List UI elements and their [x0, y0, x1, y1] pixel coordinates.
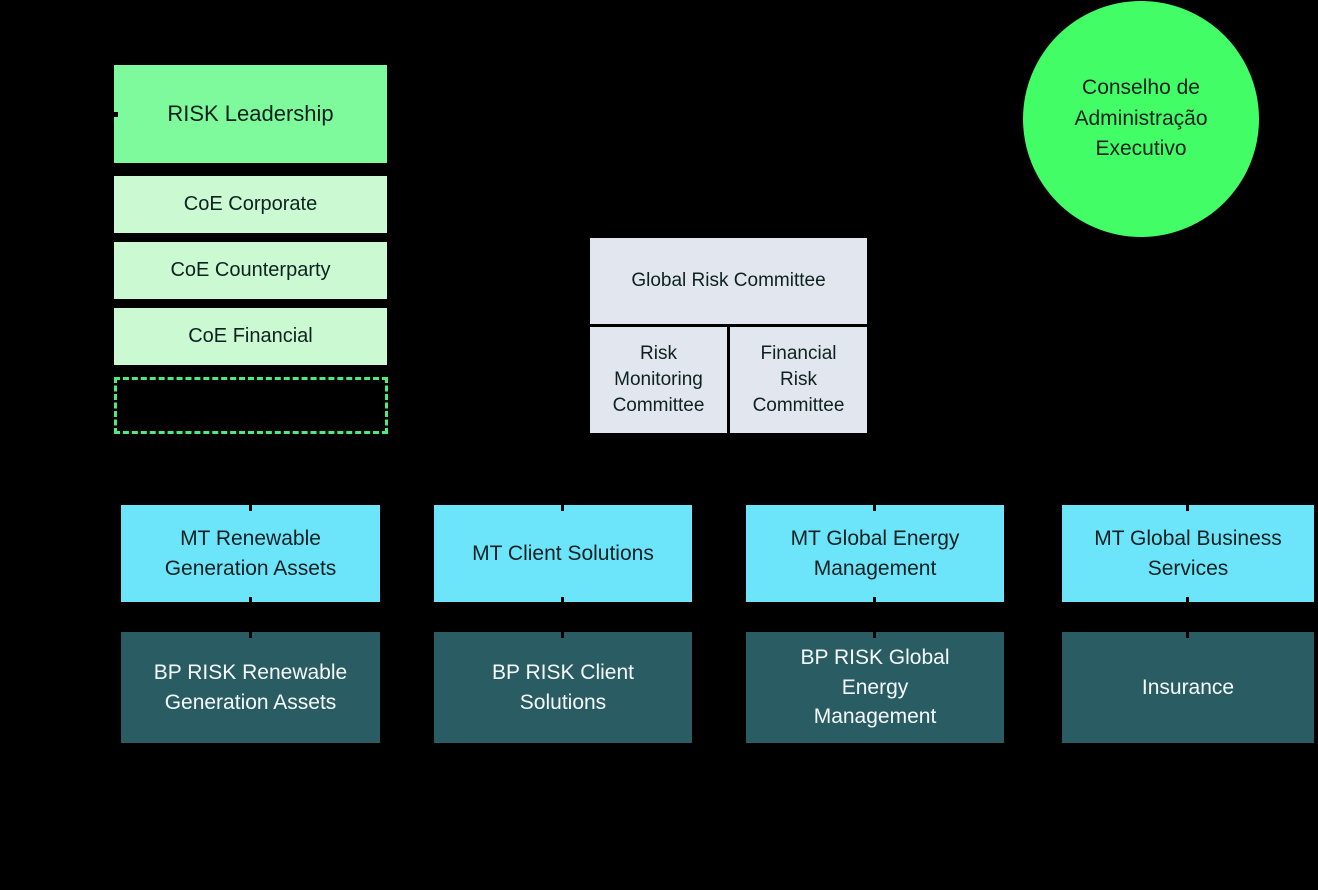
coe-financial-box: CoE Financial: [114, 308, 387, 365]
connector-stub: [1186, 597, 1189, 609]
connector-stub: [873, 626, 876, 638]
connector-stub: [249, 498, 252, 511]
mt-client-solutions-box: MT Client Solutions: [434, 505, 692, 602]
connector-stub: [1186, 498, 1189, 511]
connector-stub: [249, 626, 252, 638]
risk-leadership-box: RISK Leadership: [114, 65, 387, 163]
bp-risk-renewable-generation-assets-box: BP RISK Renewable Generation Assets: [121, 632, 380, 743]
connector-stub: [561, 498, 564, 511]
connector-stub: [873, 597, 876, 609]
mt-renewable-generation-assets-box: MT Renewable Generation Assets: [121, 505, 380, 602]
mt-global-business-services-box: MT Global Business Services: [1062, 505, 1314, 602]
connector-stub: [561, 626, 564, 638]
dashed-placeholder-box: [114, 377, 388, 434]
executive-council-circle: Conselho de Administração Executivo: [1023, 1, 1259, 237]
coe-counterparty-box: CoE Counterparty: [114, 242, 387, 299]
connector-stub: [249, 597, 252, 609]
connector-stub: [107, 112, 118, 117]
connector-stub: [1186, 626, 1189, 638]
connector-stub: [873, 498, 876, 511]
coe-corporate-box: CoE Corporate: [114, 176, 387, 233]
bp-risk-global-energy-management-box: BP RISK Global Energy Management: [746, 632, 1004, 743]
bp-risk-client-solutions-box: BP RISK Client Solutions: [434, 632, 692, 743]
global-risk-committee-box: Global Risk Committee: [590, 238, 867, 324]
mt-global-energy-management-box: MT Global Energy Management: [746, 505, 1004, 602]
risk-monitoring-committee-box: Risk Monitoring Committee: [590, 327, 727, 433]
connector-stub: [561, 597, 564, 609]
insurance-box: Insurance: [1062, 632, 1314, 743]
financial-risk-committee-box: Financial Risk Committee: [730, 327, 867, 433]
